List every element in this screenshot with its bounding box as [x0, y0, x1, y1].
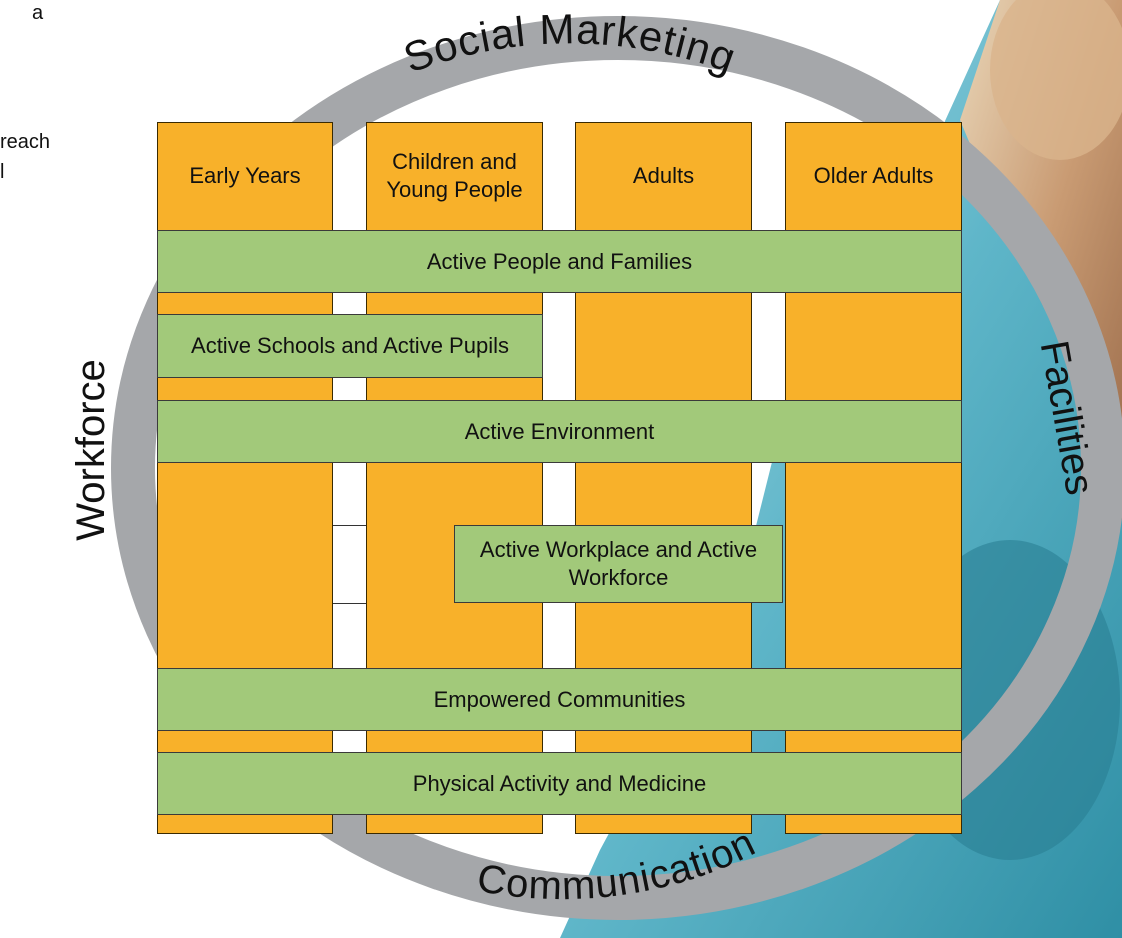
column-label-adults: Adults — [632, 163, 695, 188]
column-label-children-young-people: Children and Young People — [386, 149, 523, 202]
column-label-early-years: Early Years — [189, 163, 301, 188]
intro-line-2: l — [0, 161, 5, 183]
band-physical-activity-medicine: Physical Activity and Medicine — [157, 752, 962, 815]
column-label-older-adults: Older Adults — [813, 163, 934, 188]
band-active-environment: Active Environment — [157, 400, 962, 463]
gap-divider — [333, 603, 366, 604]
band-empowered-communities: Empowered Communities — [157, 668, 962, 731]
intro-line-1: reach — [0, 131, 51, 153]
band-active-people-families: Active People and Families — [157, 230, 962, 293]
intro-glyph: a — [32, 2, 44, 24]
gap-divider — [333, 525, 366, 526]
band-active-workplace: Active Workplace and Active Workforce — [454, 525, 783, 603]
ring-label-left: Workforce — [69, 359, 113, 541]
band-active-schools-pupils: Active Schools and Active Pupils — [157, 314, 543, 378]
